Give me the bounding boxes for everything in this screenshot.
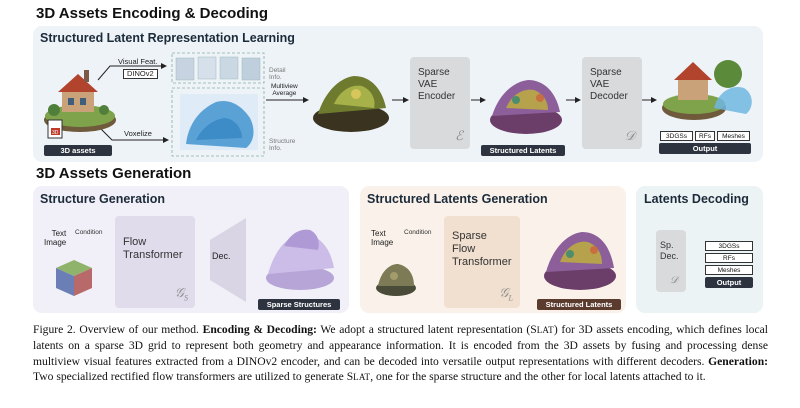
output-top-rfs: RFs xyxy=(695,131,715,141)
structure-text-label: Text Image xyxy=(44,229,67,248)
decoder-line2: VAE xyxy=(590,79,610,90)
figure-caption: Figure 2. Overview of our method. Encodi… xyxy=(33,322,768,386)
sp-dec-block: Sp. Dec. 𝒟 xyxy=(656,230,686,292)
structure-dec-label: Dec. xyxy=(212,251,231,261)
structure-info-label: Structure Info. xyxy=(269,138,295,153)
structure-info-line2: Info. xyxy=(269,145,282,153)
detail-dashed-box xyxy=(171,52,265,84)
structure-flow-symbol: 𝒢S xyxy=(175,285,188,303)
sp-dec-line2: Dec. xyxy=(660,250,679,261)
encoder-line3: Encoder xyxy=(418,91,456,102)
structured-latents-label-top: Structured Latents xyxy=(481,145,565,156)
asset-file-icon: 3D xyxy=(47,119,63,139)
caption-part3: ) for 3D assets encoding, which defines … xyxy=(33,323,768,368)
slat-condition-label: Condition xyxy=(404,229,432,236)
structured-latents-label-bottom: Structured Latents xyxy=(537,299,621,310)
caption-smallcaps2: LAT xyxy=(353,372,371,383)
slat-flow-symbol-main: 𝒢 xyxy=(499,284,509,300)
svg-text:3D: 3D xyxy=(52,130,59,136)
slat-text: Text xyxy=(371,229,386,238)
structure-decoder-trapezoid xyxy=(210,218,246,302)
output-bottom-3dgs: 3DGSs xyxy=(705,241,753,251)
encoding-section-title: 3D Assets Encoding & Decoding xyxy=(36,5,268,22)
structure-dashed-box xyxy=(171,87,265,157)
detail-info-line2: Info. xyxy=(269,74,282,82)
slat-flow-line3: Transformer xyxy=(452,256,512,269)
caption-part2: We adopt a structured latent representat… xyxy=(316,323,537,336)
encoder-line2: VAE xyxy=(418,79,438,90)
sparse-structures-label: Sparse Structures xyxy=(258,299,340,310)
output-assets-illustration xyxy=(662,60,752,120)
slat-generation-title: Structured Latents Generation xyxy=(367,192,548,206)
visual-feat-label: Visual Feat. xyxy=(118,57,158,66)
detail-info-label: Detail Info. xyxy=(269,67,286,82)
arrow-house-to-voxelize xyxy=(99,127,169,143)
slat-flow-symbol: 𝒢L xyxy=(499,285,513,303)
assets-label: 3D assets xyxy=(44,145,112,156)
slat-flow-line1: Sparse xyxy=(452,230,487,242)
output-top-meshes: Meshes xyxy=(717,131,750,141)
structured-latent-panel-title: Structured Latent Representation Learnin… xyxy=(40,31,295,45)
multiview-line1: Multiview xyxy=(271,83,298,90)
structure-flow-symbol-sub: S xyxy=(184,293,188,303)
slat-text-label: Text Image xyxy=(371,229,394,248)
structure-generation-title: Structure Generation xyxy=(40,192,166,206)
structured-latents-voxel-top xyxy=(490,80,562,134)
averaged-voxel-asset xyxy=(313,76,389,132)
noise-voxel-slat xyxy=(376,264,416,296)
multiview-line2: Average xyxy=(272,90,297,98)
structure-flow-line2: Transformer xyxy=(123,249,183,262)
caption-smallcaps1: LAT xyxy=(536,325,554,335)
sp-dec-line1: Sp. xyxy=(660,240,674,250)
structured-latents-voxel-bottom xyxy=(544,232,616,290)
slat-flow-symbol-sub: L xyxy=(508,293,513,303)
output-bottom-label: Output xyxy=(705,277,753,288)
decoder-line1: Sparse xyxy=(590,67,622,78)
sparse-vae-encoder-block: Sparse VAE Encoder ℰ xyxy=(410,57,470,149)
dinov2-label: DINOv2 xyxy=(123,69,158,80)
multiview-images xyxy=(175,56,261,81)
output-bottom-meshes: Meshes xyxy=(705,265,753,275)
multiview-average-label: Multiview Average xyxy=(271,83,298,98)
encoder-symbol: ℰ xyxy=(455,128,463,144)
sparse-vae-decoder-block: Sparse VAE Decoder 𝒟 xyxy=(582,57,642,149)
caption-part1: Figure 2. Overview of our method. xyxy=(33,323,203,336)
structure-voxel-blue xyxy=(180,94,258,150)
output-top-label: Output xyxy=(659,143,751,154)
structure-text: Text xyxy=(51,229,67,238)
encoder-line1: Sparse xyxy=(418,67,450,78)
output-bottom-rfs: RFs xyxy=(705,253,753,263)
generation-section-title: 3D Assets Generation xyxy=(36,165,192,182)
decoder-symbol: 𝒟 xyxy=(624,128,635,144)
structure-flow-transformer-block: Flow Transformer 𝒢S xyxy=(115,216,195,308)
latents-decoding-title: Latents Decoding xyxy=(644,192,749,206)
slat-flow-transformer-block: Sparse Flow Transformer 𝒢L xyxy=(444,216,520,308)
structure-condition-label: Condition xyxy=(75,229,103,236)
detail-info-line1: Detail xyxy=(269,67,286,74)
structure-flow-symbol-main: 𝒢 xyxy=(174,284,184,300)
sp-dec-symbol: 𝒟 xyxy=(670,275,678,286)
caption-part5: , one for the sparse structure and the o… xyxy=(370,370,706,384)
voxelize-label: Voxelize xyxy=(124,129,152,138)
caption-bold-generation: Generation: xyxy=(708,354,768,368)
arrow-house-to-dinov2 xyxy=(97,63,167,81)
noise-cube-structure xyxy=(56,260,92,296)
output-top-3dgs: 3DGSs xyxy=(660,131,693,141)
slat-flow-line2: Flow xyxy=(452,243,476,256)
caption-part4: Two specialized rectified flow transform… xyxy=(33,370,354,384)
slat-image: Image xyxy=(371,237,394,247)
structure-image: Image xyxy=(44,237,67,247)
structure-info-line1: Structure xyxy=(269,138,296,145)
caption-bold-encoding: Encoding & Decoding: xyxy=(202,323,317,336)
structure-flow-line1: Flow xyxy=(123,236,147,248)
sparse-structures-illustration xyxy=(266,229,334,290)
decoder-line3: Decoder xyxy=(590,91,628,102)
